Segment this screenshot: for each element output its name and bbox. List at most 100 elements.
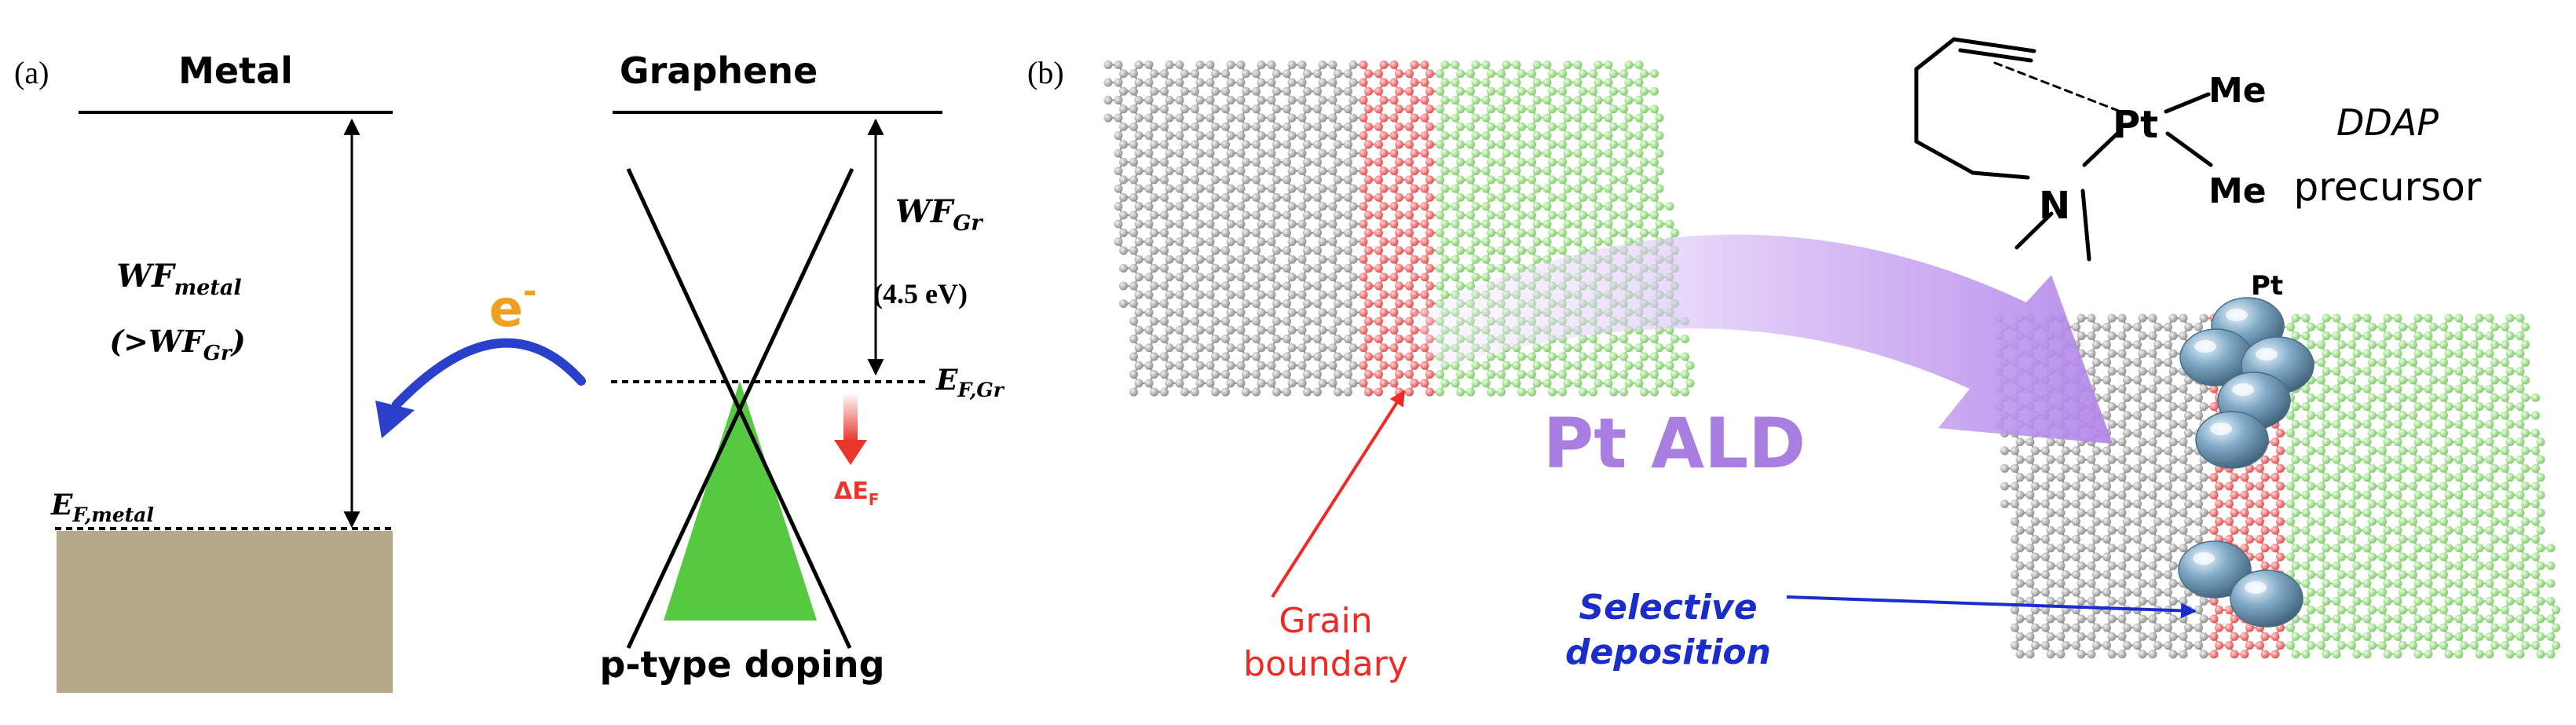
carbon-atom — [1594, 379, 1603, 387]
carbon-atom — [1329, 379, 1337, 387]
carbon-atom — [1319, 202, 1327, 211]
carbon-atom — [1349, 343, 1358, 352]
carbon-atom — [1160, 69, 1169, 78]
carbon-atom — [1252, 140, 1261, 148]
carbon-atom — [1456, 388, 1465, 397]
carbon-atom — [1334, 123, 1342, 131]
carbon-atom — [1533, 185, 1542, 193]
carbon-atom — [1686, 379, 1695, 387]
carbon-atom — [1656, 343, 1664, 352]
carbon-atom — [1257, 343, 1266, 352]
carbon-atom — [1574, 96, 1583, 104]
carbon-atom — [1221, 69, 1230, 78]
carbon-atom — [1656, 379, 1664, 387]
carbon-atom — [1252, 158, 1261, 167]
carbon-atom — [1145, 361, 1154, 370]
carbon-atom — [1543, 361, 1552, 370]
carbon-atom — [1303, 87, 1312, 96]
delta-ef-label: ΔEF — [834, 478, 879, 509]
carbon-atom — [1283, 246, 1291, 254]
carbon-atom — [1349, 361, 1358, 370]
carbon-atom — [1211, 175, 1220, 184]
carbon-atom — [1640, 370, 1648, 379]
carbon-atom — [1329, 291, 1337, 299]
carbon-atom — [1543, 114, 1552, 123]
carbon-atom — [1176, 361, 1184, 370]
carbon-atom — [1257, 220, 1266, 229]
carbon-atom — [1288, 237, 1297, 246]
carbon-atom — [1272, 211, 1281, 219]
carbon-atom — [1237, 343, 1246, 352]
carbon-atom — [1528, 370, 1536, 379]
carbon-atom — [1574, 167, 1583, 175]
carbon-atom — [1329, 79, 1337, 87]
carbon-atom — [1635, 220, 1644, 229]
carbon-atom — [1313, 193, 1322, 202]
grain-boundary-atom — [1405, 264, 1414, 273]
carbon-atom — [1619, 158, 1628, 167]
grain-boundary-atom — [1364, 335, 1373, 343]
carbon-atom — [1451, 220, 1460, 229]
carbon-atom — [1252, 123, 1261, 131]
carbon-atom — [1211, 104, 1220, 113]
carbon-atom — [1466, 370, 1475, 379]
carbon-atom — [1441, 149, 1450, 158]
carbon-atom — [1349, 273, 1358, 281]
carbon-atom — [1589, 229, 1597, 237]
grain-boundary-atom — [1411, 343, 1419, 352]
carbon-atom — [1160, 264, 1169, 273]
carbon-atom — [1165, 114, 1174, 123]
carbon-atom — [1533, 202, 1542, 211]
carbon-atom — [1242, 175, 1250, 184]
grain-boundary-atom — [1364, 246, 1373, 254]
carbon-atom — [1145, 114, 1154, 123]
carbon-atom — [1574, 361, 1583, 370]
carbon-atom — [1625, 60, 1634, 69]
carbon-atom — [1268, 326, 1276, 335]
carbon-atom — [1487, 140, 1495, 148]
carbon-atom — [1497, 123, 1506, 131]
carbon-atom — [1558, 388, 1567, 397]
carbon-atom — [1196, 79, 1205, 87]
carbon-atom — [1635, 167, 1644, 175]
carbon-atom — [1625, 220, 1634, 229]
carbon-atom — [1517, 123, 1526, 131]
carbon-atom — [1329, 308, 1337, 317]
carbon-atom — [1145, 131, 1154, 140]
carbon-atom — [1456, 229, 1465, 237]
carbon-atom — [1574, 237, 1583, 246]
carbon-atom — [1349, 237, 1358, 246]
carbon-atom — [1558, 87, 1567, 96]
carbon-atom — [1344, 87, 1352, 96]
carbon-atom — [1165, 167, 1174, 175]
carbon-atom — [1221, 335, 1230, 343]
grain-boundary-atom — [1425, 281, 1434, 290]
carbon-atom — [1564, 237, 1572, 246]
electron-arrow-head — [375, 401, 415, 438]
carbon-atom — [1344, 246, 1352, 254]
carbon-atom — [1288, 149, 1297, 158]
grain-boundary-atom — [1364, 69, 1373, 78]
grain-boundary-atom — [1380, 185, 1389, 193]
carbon-atom — [1180, 140, 1189, 148]
grain-boundary-atom — [1364, 317, 1373, 326]
carbon-atom — [1145, 308, 1154, 317]
carbon-atom — [1482, 131, 1491, 140]
carbon-atom — [1656, 114, 1664, 123]
carbon-atom — [1349, 60, 1358, 69]
carbon-atom — [1558, 246, 1567, 254]
carbon-atom — [1150, 104, 1158, 113]
carbon-atom — [1574, 149, 1583, 158]
carbon-atom — [1114, 131, 1123, 140]
grain-boundary-atom — [1374, 370, 1383, 379]
grain-boundary-atom — [1380, 220, 1389, 229]
carbon-atom — [1619, 388, 1628, 397]
carbon-atom — [1605, 167, 1613, 175]
carbon-atom — [1191, 353, 1199, 361]
carbon-atom — [1114, 60, 1123, 69]
carbon-atom — [1656, 185, 1664, 193]
carbon-atom — [1441, 379, 1450, 387]
carbon-atom — [1150, 353, 1158, 361]
carbon-atom — [1165, 343, 1174, 352]
carbon-atom — [1221, 140, 1230, 148]
